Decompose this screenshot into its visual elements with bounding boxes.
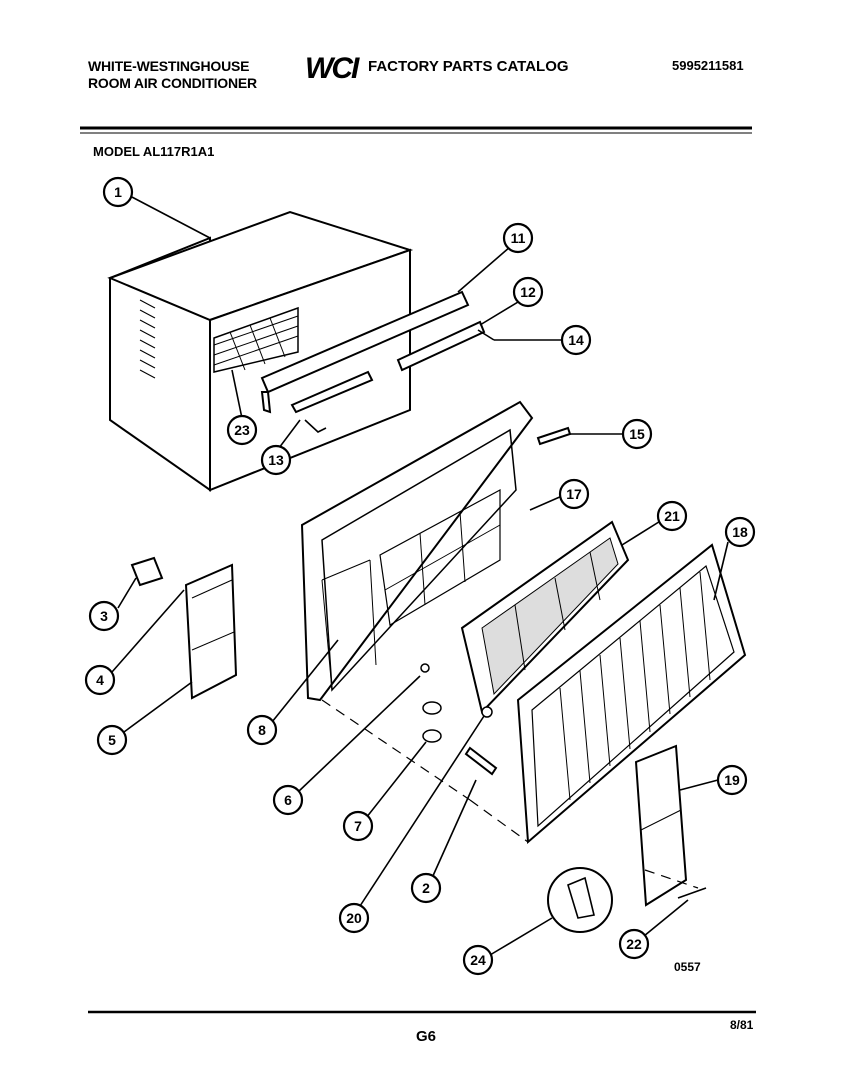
callout-13: 13 xyxy=(260,444,292,476)
svg-text:7: 7 xyxy=(354,818,362,834)
svg-text:8: 8 xyxy=(258,722,266,738)
svg-text:17: 17 xyxy=(566,486,582,502)
svg-text:24: 24 xyxy=(470,952,486,968)
svg-text:11: 11 xyxy=(511,230,526,246)
svg-text:4: 4 xyxy=(96,672,104,688)
callout-12: 12 xyxy=(512,276,544,308)
drawing-code: 0557 xyxy=(674,960,701,974)
callout-1: 1 xyxy=(102,176,134,208)
front-frame-part xyxy=(300,400,534,702)
brand-line-2: ROOM AIR CONDITIONER xyxy=(88,75,257,91)
svg-text:18: 18 xyxy=(732,524,748,540)
svg-text:19: 19 xyxy=(724,772,740,788)
callout-24: 24 xyxy=(462,944,494,976)
catalog-title: FACTORY PARTS CATALOG xyxy=(368,58,569,75)
grille-part xyxy=(516,543,747,845)
callout-20: 20 xyxy=(338,902,370,934)
callout-2: 2 xyxy=(410,872,442,904)
svg-text:5: 5 xyxy=(108,732,116,748)
svg-text:20: 20 xyxy=(346,910,362,926)
callout-17: 17 xyxy=(558,478,590,510)
filter-part xyxy=(460,520,630,715)
svg-text:2: 2 xyxy=(422,880,430,896)
svg-text:3: 3 xyxy=(100,608,108,624)
callout-15: 15 xyxy=(621,418,653,450)
door-part xyxy=(634,744,688,907)
svg-text:15: 15 xyxy=(629,426,645,442)
callout-23: 23 xyxy=(226,414,258,446)
page-number: G6 xyxy=(416,1028,437,1045)
callout-3: 3 xyxy=(88,600,120,632)
print-date: 8/81 xyxy=(730,1018,754,1032)
catalog-number: 5995211581 xyxy=(672,58,744,73)
svg-text:14: 14 xyxy=(568,332,584,348)
screw-part xyxy=(536,426,572,446)
svg-text:6: 6 xyxy=(284,792,292,808)
callout-14: 14 xyxy=(560,324,592,356)
rail-parts xyxy=(260,290,495,433)
brand-header: WHITE-WESTINGHOUSE ROOM AIR CONDITIONER xyxy=(88,58,257,92)
callout-8: 8 xyxy=(246,714,278,746)
svg-text:12: 12 xyxy=(520,284,536,300)
control-parts xyxy=(130,556,238,700)
wci-logo: WCI xyxy=(305,52,362,85)
hardware-parts xyxy=(420,663,498,776)
callout-18: 18 xyxy=(724,516,756,548)
callout-22: 22 xyxy=(618,928,650,960)
callout-7: 7 xyxy=(342,810,374,842)
svg-text:22: 22 xyxy=(626,936,642,952)
brand-line-1: WHITE-WESTINGHOUSE xyxy=(88,58,250,74)
svg-text:13: 13 xyxy=(268,452,284,468)
callout-5: 5 xyxy=(96,724,128,756)
callout-19: 19 xyxy=(716,764,748,796)
cabinet-part xyxy=(107,210,414,492)
callout-21: 21 xyxy=(656,500,688,532)
svg-text:1: 1 xyxy=(114,184,122,200)
callout-4: 4 xyxy=(84,664,116,696)
model-label: MODEL AL117R1A1 xyxy=(93,144,215,159)
callout-6: 6 xyxy=(272,784,304,816)
svg-text:21: 21 xyxy=(664,508,680,524)
svg-text:23: 23 xyxy=(234,422,250,438)
alignment-lines xyxy=(321,699,699,889)
callout-11: 11 xyxy=(502,222,534,254)
svg-text:WCI: WCI xyxy=(305,52,360,85)
detail-inset xyxy=(547,867,707,933)
